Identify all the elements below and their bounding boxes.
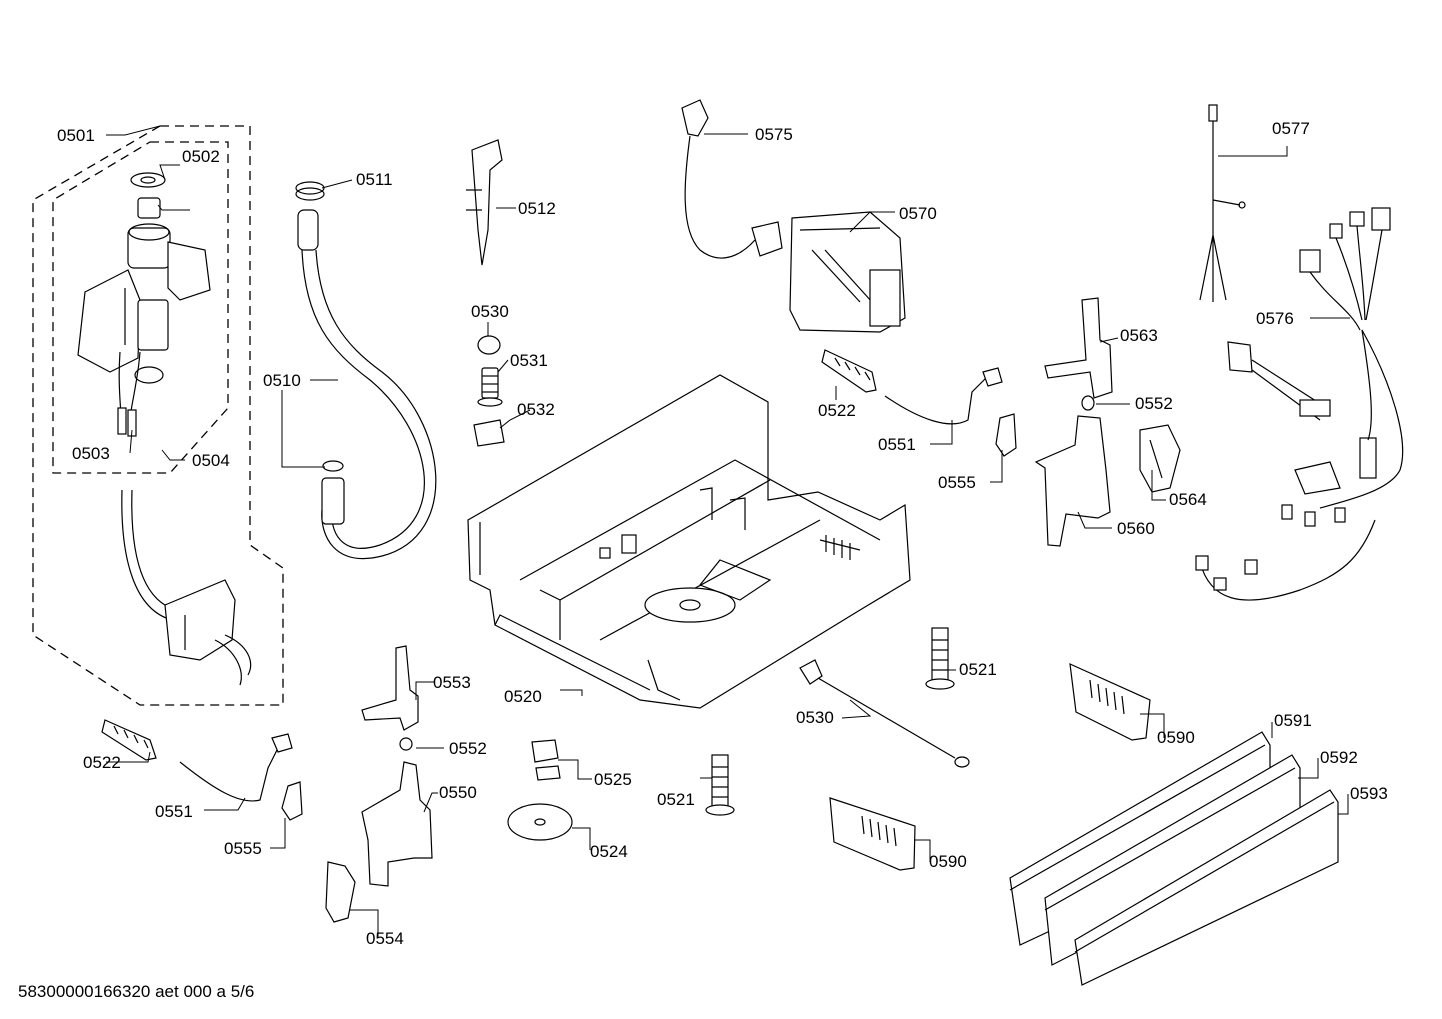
part-label-0510: 0510 <box>263 371 301 390</box>
part-label-0551-left: 0551 <box>155 802 193 821</box>
part-label-0560: 0560 <box>1117 519 1155 538</box>
panel-0593 <box>1074 789 1339 986</box>
power-cord-0575 <box>681 99 783 259</box>
part-label-0564: 0564 <box>1169 490 1207 509</box>
vent-bracket-upper <box>1069 663 1151 741</box>
part-label-0502: 0502 <box>182 147 220 166</box>
panel-0592 <box>1044 754 1301 966</box>
inlet-hose-0504 <box>121 489 252 686</box>
part-label-0532: 0532 <box>517 400 555 419</box>
spring-cable-left <box>101 719 303 821</box>
part-label-0520: 0520 <box>504 687 542 706</box>
leveling-foot-lower <box>705 754 735 816</box>
part-label-0503: 0503 <box>72 444 110 463</box>
drain-hose-0510 <box>295 181 437 560</box>
part-label-0524: 0524 <box>590 842 628 861</box>
part-label-0531: 0531 <box>510 351 548 370</box>
part-label-0555: 0555 <box>938 473 976 492</box>
part-label-0551: 0551 <box>878 435 916 454</box>
part-label-0591: 0591 <box>1274 711 1312 730</box>
part-label-0521: 0521 <box>959 660 997 679</box>
part-label-0555-left: 0555 <box>224 839 262 858</box>
part-label-0552-left: 0552 <box>449 739 487 758</box>
part-label-0525: 0525 <box>594 770 632 789</box>
group-0502-boundary <box>52 141 229 474</box>
water-inlet-valve <box>77 172 211 437</box>
part-label-0522: 0522 <box>818 401 856 420</box>
part-label-0570: 0570 <box>899 204 937 223</box>
part-label-0576: 0576 <box>1256 309 1294 328</box>
control-module-0570 <box>789 211 906 333</box>
part-label-0511: 0511 <box>356 170 393 189</box>
spring-cable-right <box>821 349 1017 457</box>
vent-bracket-lower <box>829 797 916 871</box>
part-label-0501: 0501 <box>57 126 95 145</box>
part-label-0593: 0593 <box>1350 784 1388 803</box>
wiring-harness-0577 <box>1199 104 1246 302</box>
part-label-0592: 0592 <box>1320 748 1358 767</box>
part-label-0553: 0553 <box>433 673 471 692</box>
part-label-0577: 0577 <box>1272 119 1310 138</box>
group-0501-boundary <box>32 125 284 706</box>
part-label-0590-upper: 0590 <box>1157 728 1195 747</box>
part-label-0522-left: 0522 <box>83 753 121 772</box>
part-label-0504: 0504 <box>192 451 230 470</box>
part-label-0575: 0575 <box>755 125 793 144</box>
part-label-0530-rod: 0530 <box>796 708 834 727</box>
document-footer-id: 58300000166320 aet 000 a 5/6 <box>18 982 255 1001</box>
hinge-assembly-right <box>1034 297 1181 547</box>
base-tub-0520 <box>467 374 911 709</box>
part-label-0530: 0530 <box>471 302 509 321</box>
part-label-0552: 0552 <box>1135 394 1173 413</box>
part-label-0521-lower: 0521 <box>657 790 695 809</box>
leader-lines <box>106 125 1350 938</box>
rod-0530 <box>799 659 970 768</box>
wiring-harness-0576 <box>1195 207 1404 601</box>
part-label-0554: 0554 <box>366 929 404 948</box>
part-label-0512: 0512 <box>518 199 556 218</box>
part-label-0550: 0550 <box>439 783 477 802</box>
hinge-assembly-left <box>325 645 433 923</box>
small-fasteners <box>473 335 505 447</box>
hose-clip-0512 <box>466 139 503 266</box>
leveling-foot-upper <box>925 627 955 690</box>
part-label-0563: 0563 <box>1120 326 1158 345</box>
part-label-0590-lower: 0590 <box>929 852 967 871</box>
small-parts-0525-0524 <box>507 739 573 841</box>
